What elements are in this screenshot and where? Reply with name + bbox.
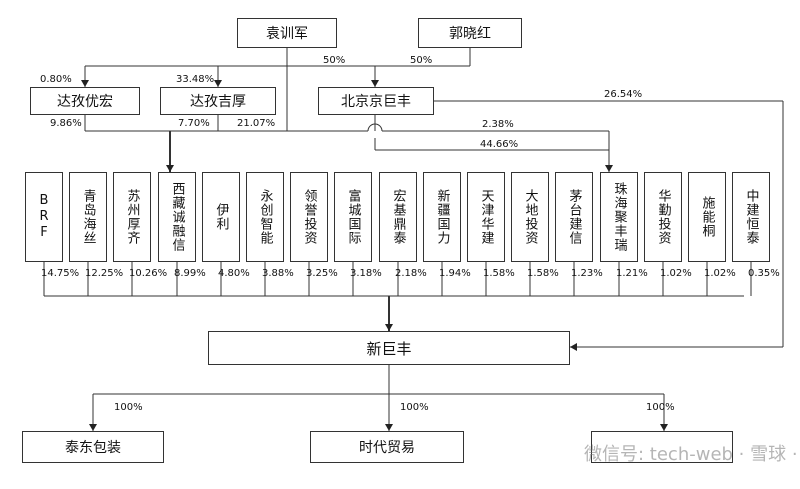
pct-jjf-to-zhuhai: 2.38% <box>482 119 514 130</box>
arrow-head <box>81 80 89 87</box>
pct-sub-third: 100% <box>646 402 675 413</box>
shareholder-box: 永创智能 <box>246 172 284 262</box>
shareholder-pct: 3.18% <box>350 268 382 279</box>
shareholder-pct: 1.23% <box>571 268 603 279</box>
shareholder-box: 大地投资 <box>511 172 549 262</box>
shareholder-pct: 8.99% <box>174 268 206 279</box>
shareholder-box: 西藏诚融信 <box>158 172 196 262</box>
arrow-head <box>660 424 668 431</box>
shareholder-pct: 1.21% <box>616 268 648 279</box>
entity-beijing-jingjufeng: 北京京巨丰 <box>318 87 434 115</box>
subsidiary-taidong: 泰东包装 <box>22 431 164 463</box>
shareholder-pct: 4.80% <box>218 268 250 279</box>
shareholder-box: 施能桐 <box>688 172 726 262</box>
shareholder-pct: 10.26% <box>129 268 168 279</box>
shareholder-box: 苏州厚齐 <box>113 172 151 262</box>
arrow-head <box>214 80 222 87</box>
shareholder-box: 宏基鼎泰 <box>379 172 417 262</box>
subsidiary-third <box>591 431 733 463</box>
shareholder-pct: 14.75% <box>41 268 80 279</box>
shareholder-pct: 1.94% <box>439 268 471 279</box>
shareholder-box: BRF <box>25 172 63 262</box>
shareholder-box: 领誉投资 <box>290 172 328 262</box>
pct-jjf-to-xinjufeng: 26.54% <box>604 89 643 100</box>
pct-guo-to-jjf: 50% <box>410 55 433 66</box>
shareholder-box: 富城国际 <box>334 172 372 262</box>
shareholder-box: 华勤投资 <box>644 172 682 262</box>
shareholder-pct: 3.88% <box>262 268 294 279</box>
entity-dazi-youhong: 达孜优宏 <box>30 87 140 115</box>
pct-yuan-to-xinjufeng: 21.07% <box>237 118 276 129</box>
company-xinjufeng: 新巨丰 <box>208 331 570 365</box>
subsidiary-shidai: 时代贸易 <box>310 431 464 463</box>
shareholder-box: 中建恒泰 <box>732 172 770 262</box>
pct-yuan-to-jjf: 50% <box>323 55 346 66</box>
pct-sub-taidong: 100% <box>114 402 143 413</box>
shareholder-pct: 2.18% <box>395 268 427 279</box>
shareholder-pct: 1.02% <box>660 268 692 279</box>
entity-dazi-jihou: 达孜吉厚 <box>160 87 276 115</box>
pct-youhong-to-xinjufeng: 9.86% <box>50 118 82 129</box>
shareholder-box: 天津华建 <box>467 172 505 262</box>
shareholder-pct: 1.58% <box>483 268 515 279</box>
line-crossing-arc <box>367 123 383 132</box>
arrow-head <box>371 80 379 87</box>
arrow-head <box>385 424 393 431</box>
arrow-head <box>89 424 97 431</box>
shareholder-box: 珠海聚丰瑞 <box>600 172 638 262</box>
pct-yuan-to-youhong: 0.80% <box>40 74 72 85</box>
person-guo-xiaohong: 郭晓红 <box>418 18 522 48</box>
watermark: 微信号: tech-web · 雪球 · 蕾递 <box>584 444 800 465</box>
pct-sub-shidai: 100% <box>400 402 429 413</box>
arrow-head <box>570 343 577 351</box>
arrow-head <box>385 324 393 331</box>
person-yuan-xunjun: 袁训军 <box>237 18 337 48</box>
arrow-head <box>605 165 613 172</box>
shareholder-pct: 1.02% <box>704 268 736 279</box>
shareholder-box: 茅台建信 <box>555 172 593 262</box>
pct-yuan-to-zhuhai: 44.66% <box>480 139 519 150</box>
arrow-head <box>166 165 174 172</box>
shareholder-box: 新疆国力 <box>423 172 461 262</box>
shareholder-box: 伊利 <box>202 172 240 262</box>
shareholder-box: 青岛海丝 <box>69 172 107 262</box>
shareholder-pct: 3.25% <box>306 268 338 279</box>
shareholder-pct: 0.35% <box>748 268 780 279</box>
shareholder-pct: 1.58% <box>527 268 559 279</box>
shareholder-pct: 12.25% <box>85 268 124 279</box>
pct-yuan-to-jihou: 33.48% <box>176 74 215 85</box>
pct-jihou-to-xinjufeng: 7.70% <box>178 118 210 129</box>
